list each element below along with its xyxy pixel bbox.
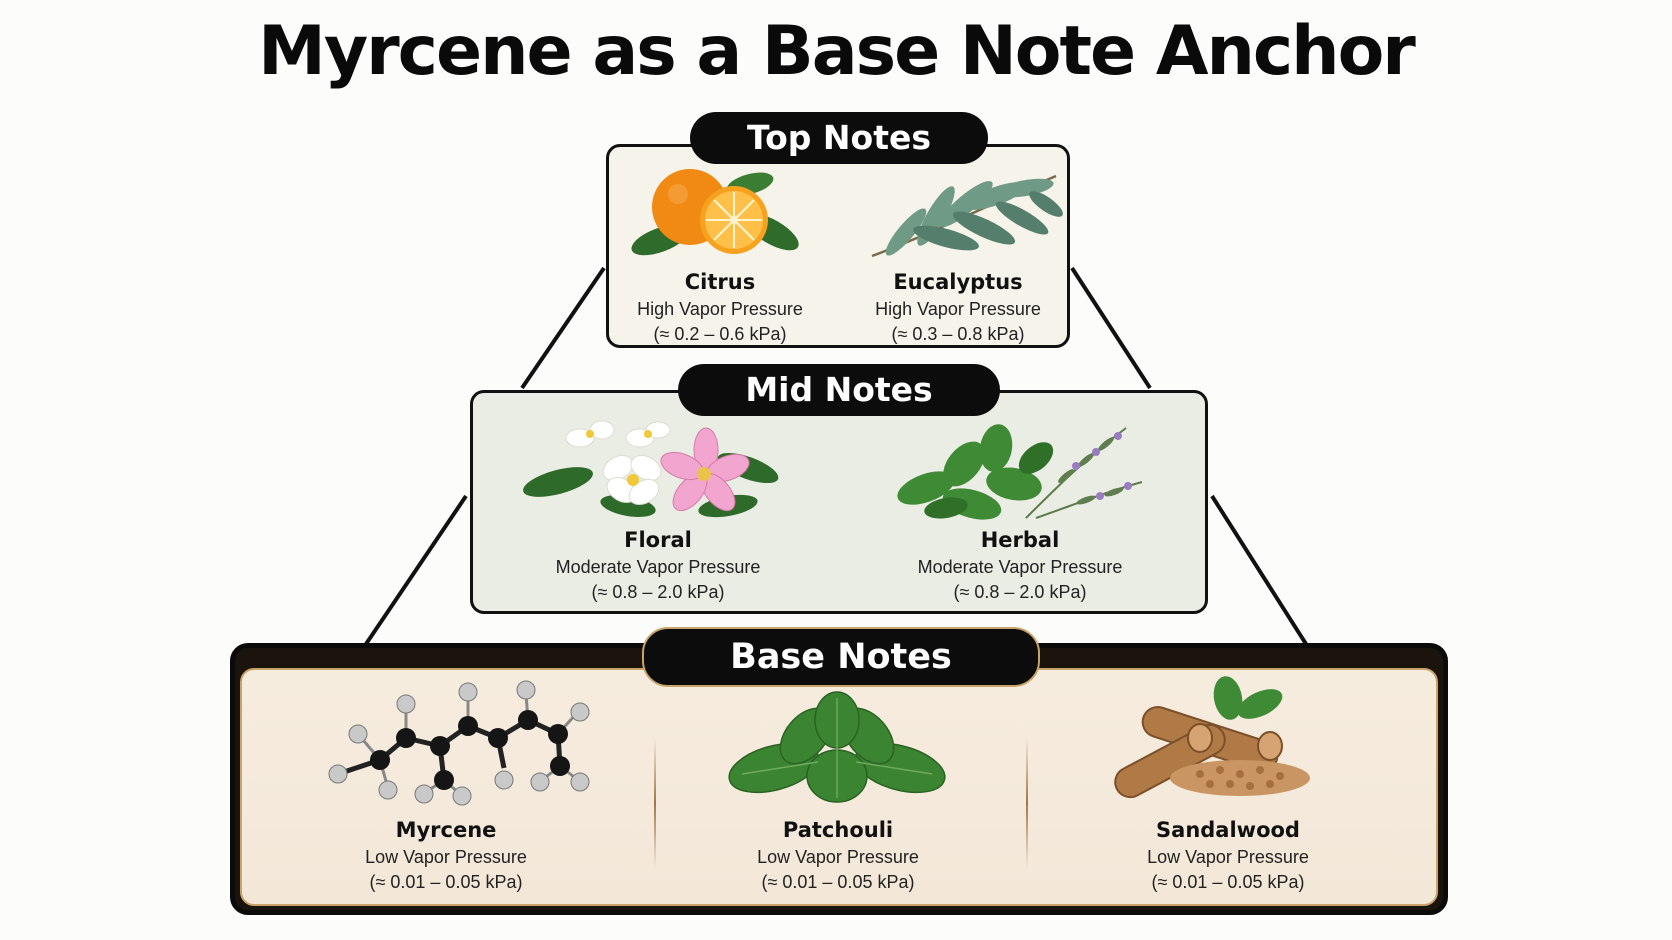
base-note-item-sandalwood: Sandalwood Low Vapor Pressure (≈ 0.01 – … [1094,818,1362,893]
item-pressure: Low Vapor Pressure [757,847,919,867]
base-note-item-patchouli: Patchouli Low Vapor Pressure (≈ 0.01 – 0… [704,818,972,893]
item-pressure: High Vapor Pressure [637,299,803,319]
item-name: Sandalwood [1156,818,1300,842]
base-note-item-myrcene: Myrcene Low Vapor Pressure (≈ 0.01 – 0.0… [312,818,580,893]
item-range: (≈ 0.01 – 0.05 kPa) [369,872,523,892]
top-notes-label: Top Notes [690,112,988,164]
base-divider [654,738,656,868]
item-range: (≈ 0.8 – 2.0 kPa) [591,582,725,602]
item-range: (≈ 0.01 – 0.05 kPa) [1151,872,1305,892]
item-name: Citrus [684,270,756,294]
herb-icon [897,424,1143,520]
diagram-title: Myrcene as a Base Note Anchor [258,12,1416,91]
item-pressure: Low Vapor Pressure [1147,847,1309,867]
mid-note-item-herbal: Herbal Moderate Vapor Pressure (≈ 0.8 – … [892,528,1148,603]
base-divider [1026,738,1028,868]
item-pressure: High Vapor Pressure [875,299,1041,319]
base-notes-label: Base Notes [642,627,1040,687]
item-name: Eucalyptus [893,270,1023,294]
eucalyptus-icon [871,174,1063,258]
mid-notes-label: Mid Notes [678,364,1000,416]
item-name: Myrcene [395,818,497,842]
patchouli-leaf-icon [728,691,946,803]
item-pressure: Low Vapor Pressure [365,847,527,867]
item-pressure: Moderate Vapor Pressure [555,557,761,577]
sandalwood-icon [1114,676,1310,799]
item-range: (≈ 0.8 – 2.0 kPa) [953,582,1087,602]
citrus-icon [631,169,799,256]
top-note-item-citrus: Citrus High Vapor Pressure (≈ 0.2 – 0.6 … [616,270,824,345]
item-name: Floral [624,528,692,552]
item-pressure: Moderate Vapor Pressure [917,557,1123,577]
item-name: Patchouli [782,818,894,842]
molecule-icon [328,680,590,806]
item-range: (≈ 0.2 – 0.6 kPa) [653,324,787,344]
item-range: (≈ 0.01 – 0.05 kPa) [761,872,915,892]
item-range: (≈ 0.3 – 0.8 kPa) [891,324,1025,344]
flower-icon [523,420,779,518]
top-note-item-eucalyptus: Eucalyptus High Vapor Pressure (≈ 0.3 – … [854,270,1062,345]
mid-note-item-floral: Floral Moderate Vapor Pressure (≈ 0.8 – … [530,528,786,603]
item-name: Herbal [980,528,1060,552]
